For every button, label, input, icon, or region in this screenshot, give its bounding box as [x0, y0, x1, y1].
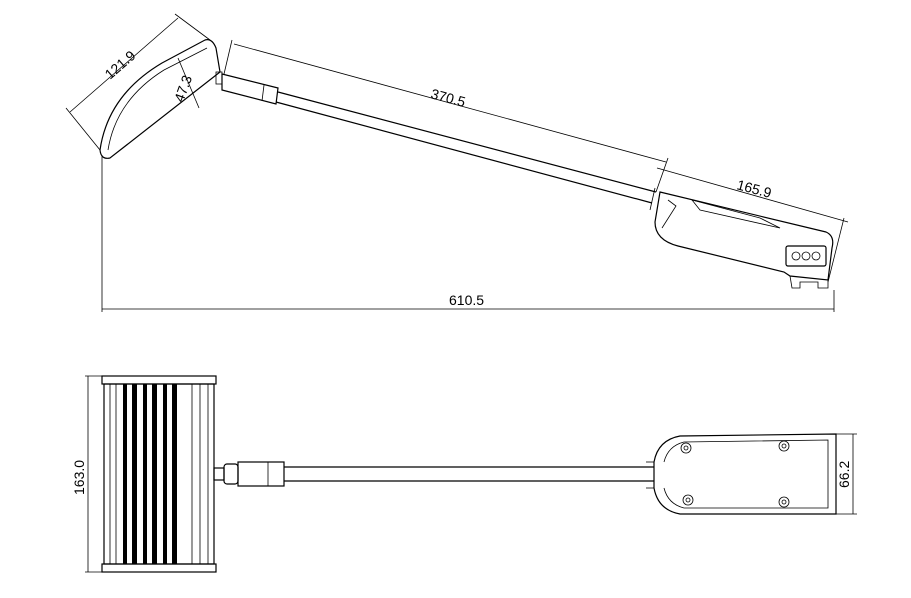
dim-label-head-height: 163.0 [71, 460, 87, 495]
clamp-top [646, 433, 837, 515]
arm-top [213, 461, 654, 487]
side-view: 121.9 47.3 370.5 165.9 610.5 [65, 13, 849, 312]
dim-clamp-length: 165.9 [656, 167, 849, 283]
dim-arm-length: 370.5 [223, 39, 669, 193]
top-view: 163.0 66.2 [71, 375, 857, 573]
dim-label-head-width: 121.9 [101, 47, 138, 82]
dim-head-depth: 47.3 [171, 73, 195, 104]
arm-side [221, 73, 657, 211]
dim-label-overall-length: 610.5 [449, 292, 484, 308]
dim-clamp-height: 66.2 [836, 433, 857, 515]
dim-overall-length: 610.5 [101, 155, 835, 312]
dim-head-height: 163.0 [71, 375, 216, 573]
dim-label-clamp-height: 66.2 [836, 461, 852, 488]
lamp-head-top [101, 375, 217, 573]
dim-label-head-depth: 47.3 [171, 73, 195, 104]
dim-label-arm-length: 370.5 [429, 85, 467, 110]
clamp-side [654, 191, 834, 289]
dim-label-clamp-length: 165.9 [735, 176, 773, 201]
